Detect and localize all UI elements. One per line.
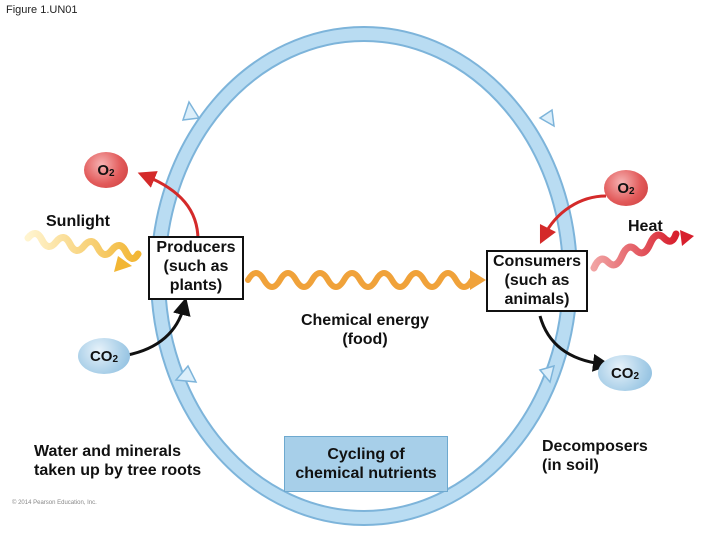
o2-left-subscript: 2 bbox=[109, 167, 115, 179]
o2-producer-arrow bbox=[137, 171, 200, 241]
o2-left-base: O bbox=[97, 161, 110, 179]
heat-wave bbox=[590, 230, 680, 272]
sunlight-label: Sunlight bbox=[46, 213, 110, 230]
producers-box: Producers (such as plants) bbox=[148, 236, 244, 300]
consumers-box: Consumers (such as animals) bbox=[486, 250, 588, 312]
ring-arrow-bottom-right bbox=[538, 364, 556, 384]
copyright-notice: © 2014 Pearson Education, Inc. bbox=[12, 500, 97, 506]
chemical-energy-line-2: (food) bbox=[342, 331, 388, 348]
chemical-energy-arrowhead bbox=[470, 270, 486, 290]
water-minerals-line-1: Water and minerals bbox=[34, 443, 182, 460]
cycling-line-2: chemical nutrients bbox=[295, 465, 437, 482]
chemical-energy-label: Chemical energy (food) bbox=[290, 311, 440, 349]
consumers-line-3: animals) bbox=[504, 291, 570, 308]
co2-left-base: CO bbox=[89, 347, 113, 365]
cycling-line-1: Cycling of bbox=[327, 446, 405, 463]
sunlight-wave bbox=[24, 230, 142, 262]
decomposers-line-1: Decomposers bbox=[542, 438, 648, 455]
producers-line-2: (such as bbox=[163, 258, 229, 275]
water-minerals-line-2: taken up by tree roots bbox=[34, 462, 202, 479]
ring-arrow-top-left bbox=[181, 100, 201, 121]
cycle-direction-arrows bbox=[174, 100, 556, 384]
sunlight-arrowhead bbox=[114, 256, 132, 272]
chemical-energy-wave bbox=[245, 270, 475, 290]
co2-consumer-arrow bbox=[538, 315, 611, 372]
consumers-line-1: Consumers bbox=[492, 253, 582, 270]
co2-right-subscript: 2 bbox=[633, 370, 640, 382]
decomposers-label: Decomposers (in soil) bbox=[542, 437, 648, 475]
producers-line-3: plants) bbox=[169, 277, 223, 294]
consumers-line-2: (such as bbox=[504, 272, 570, 289]
o2-right-base: O bbox=[617, 179, 630, 197]
o2-right-subscript: 2 bbox=[629, 185, 635, 197]
o2-consumer-arrow bbox=[539, 194, 607, 245]
water-minerals-label: Water and minerals taken up by tree root… bbox=[34, 442, 201, 480]
ring-arrow-bottom-left bbox=[174, 364, 198, 383]
co2-left-subscript: 2 bbox=[112, 353, 119, 365]
decomposers-line-2: (in soil) bbox=[542, 457, 599, 474]
figure-label: Figure 1.UN01 bbox=[6, 4, 78, 16]
cycling-nutrients-box: Cycling of chemical nutrients bbox=[284, 436, 448, 492]
heat-arrowhead bbox=[680, 230, 694, 246]
heat-label: Heat bbox=[628, 218, 663, 235]
chemical-energy-line-1: Chemical energy bbox=[300, 312, 430, 329]
co2-producer-arrow bbox=[121, 297, 191, 358]
ring-arrow-top-right bbox=[538, 108, 555, 128]
co2-right-base: CO bbox=[610, 364, 634, 382]
producers-line-1: Producers bbox=[156, 239, 236, 256]
